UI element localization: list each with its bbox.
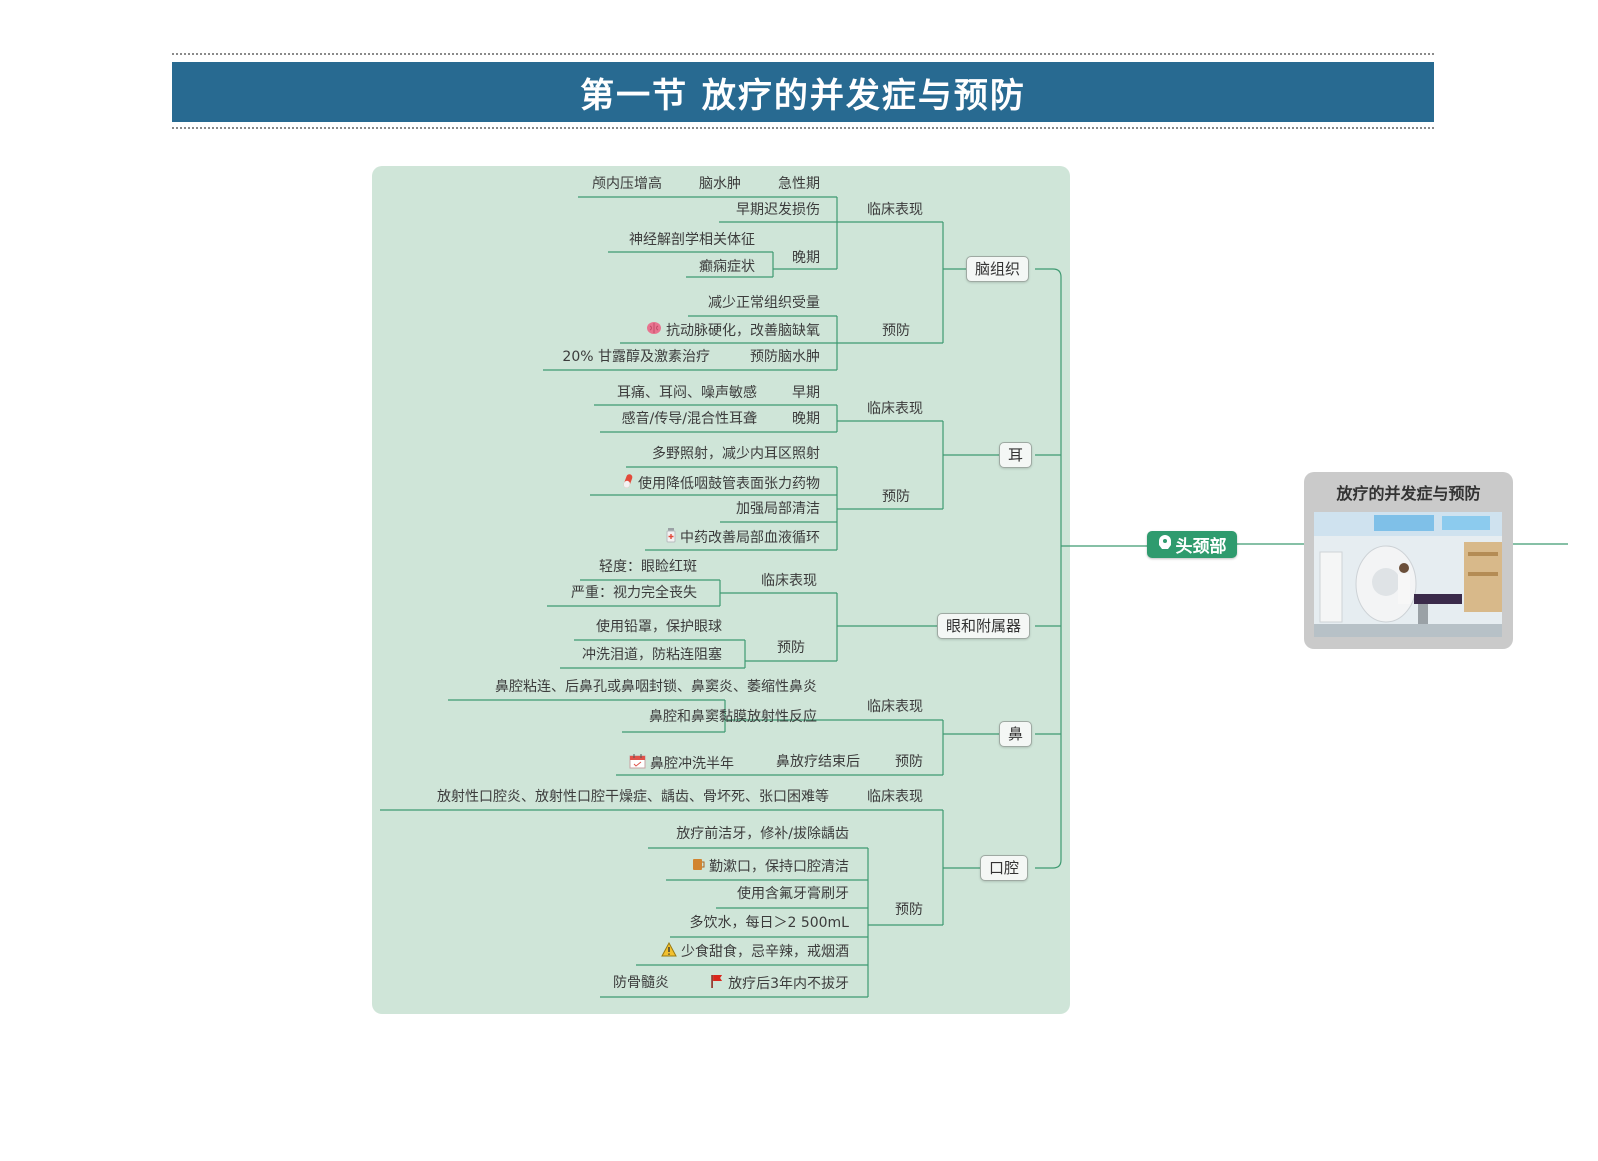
mouth-p6[interactable]: 放疗后3年内不拔牙 — [710, 974, 849, 993]
root-title: 放疗的并发症与预防 — [1336, 484, 1481, 503]
branch-mouth[interactable]: 口腔 — [980, 855, 1029, 881]
ear-late-sym[interactable]: 感音/传导/混合性耳聋 — [621, 411, 757, 427]
brain-epilepsy[interactable]: 癫痫症状 — [699, 259, 755, 275]
branch-nose[interactable]: 鼻 — [999, 721, 1033, 747]
mouth-p3[interactable]: 使用含氟牙膏刷牙 — [737, 886, 849, 902]
radiotherapy-room-image — [1314, 512, 1502, 637]
brain-reduce-dose[interactable]: 减少正常组织受量 — [708, 295, 820, 311]
ear-early[interactable]: 早期 — [792, 385, 820, 401]
page-title: 第一节 放疗的并发症与预防 — [580, 75, 1026, 116]
branch-mouth-label: 口腔 — [989, 859, 1020, 877]
nose-c1[interactable]: 鼻腔粘连、后鼻孔或鼻咽封锁、鼻窦炎、萎缩性鼻炎 — [495, 679, 817, 695]
brain-clinical[interactable]: 临床表现 — [867, 202, 923, 218]
nose-prevention[interactable]: 预防 — [895, 754, 923, 770]
brain-prevent-edema[interactable]: 预防脑水肿 — [750, 349, 820, 365]
radiotherapy-room-photo — [1314, 512, 1502, 637]
brain-icon — [646, 321, 662, 340]
mouth-p5[interactable]: 少食甜食，忌辛辣，戒烟酒 — [661, 941, 849, 962]
branch-ear-label: 耳 — [1008, 446, 1024, 464]
brain-neuro[interactable]: 神经解剖学相关体征 — [629, 232, 755, 248]
brain-acute[interactable]: 急性期 — [778, 176, 820, 192]
brain-prevention[interactable]: 预防 — [882, 323, 910, 339]
ear-p4-text: 中药改善局部血液循环 — [680, 529, 820, 546]
mouth-prevention[interactable]: 预防 — [895, 902, 923, 918]
flag-icon — [710, 974, 724, 993]
branch-brain[interactable]: 脑组织 — [966, 256, 1030, 282]
brain-edema[interactable]: 脑水肿 — [699, 176, 741, 192]
brain-early-delayed[interactable]: 早期迟发损伤 — [736, 202, 820, 218]
medicine-bottle-icon — [666, 527, 676, 548]
cup-icon — [691, 857, 705, 876]
eye-p2[interactable]: 冲洗泪道，防粘连阻塞 — [582, 647, 722, 663]
calendar-icon — [629, 753, 646, 774]
mouth-p4[interactable]: 多饮水，每日＞2 500mL — [689, 915, 849, 931]
mouth-osteo[interactable]: 防骨髓炎 — [613, 975, 669, 991]
nose-wash-text: 鼻腔冲洗半年 — [650, 755, 734, 772]
top-dotted-rule — [172, 53, 1434, 55]
ear-p4[interactable]: 中药改善局部血液循环 — [666, 527, 820, 548]
brain-late[interactable]: 晚期 — [792, 250, 820, 266]
pill-icon — [622, 473, 634, 494]
branch-eye-label: 眼和附属器 — [946, 617, 1022, 635]
nose-after[interactable]: 鼻放疗结束后 — [776, 754, 860, 770]
ear-p2-text: 使用降低咽鼓管表面张力药物 — [638, 475, 820, 492]
branch-ear[interactable]: 耳 — [999, 442, 1033, 468]
eye-prevention[interactable]: 预防 — [777, 640, 805, 656]
head-icon — [1158, 534, 1172, 555]
mouth-clinical[interactable]: 临床表现 — [867, 789, 923, 805]
hub-node-head-neck[interactable]: 头颈部 — [1147, 531, 1237, 558]
mouth-p6-text: 放疗后3年内不拔牙 — [728, 975, 849, 992]
ear-clinical[interactable]: 临床表现 — [867, 401, 923, 417]
branch-nose-label: 鼻 — [1008, 725, 1024, 743]
ear-p2[interactable]: 使用降低咽鼓管表面张力药物 — [622, 473, 820, 494]
eye-severe[interactable]: 严重：视力完全丧失 — [571, 585, 697, 601]
ear-early-sym[interactable]: 耳痛、耳闷、噪声敏感 — [617, 385, 757, 401]
mouth-p2-text: 勤漱口，保持口腔清洁 — [709, 858, 849, 875]
bottom-dotted-rule — [172, 127, 1434, 129]
branch-brain-label: 脑组织 — [975, 260, 1021, 278]
brain-anti-atherosclerosis[interactable]: 抗动脉硬化，改善脑缺氧 — [646, 321, 820, 340]
title-banner: 第一节 放疗的并发症与预防 — [172, 62, 1434, 122]
ear-prevention[interactable]: 预防 — [882, 489, 910, 505]
brain-icp[interactable]: 颅内压增高 — [592, 176, 662, 192]
mouth-p2[interactable]: 勤漱口，保持口腔清洁 — [691, 857, 849, 876]
ear-p1[interactable]: 多野照射，减少内耳区照射 — [652, 446, 820, 462]
warning-icon — [661, 941, 677, 962]
brain-anti-atherosclerosis-text: 抗动脉硬化，改善脑缺氧 — [666, 322, 820, 339]
brain-mannitol[interactable]: 20% 甘露醇及激素治疗 — [562, 349, 710, 365]
nose-c2[interactable]: 鼻腔和鼻窦黏膜放射性反应 — [649, 709, 817, 725]
mouth-p1[interactable]: 放疗前洁牙，修补/拔除龋齿 — [676, 826, 849, 842]
ear-p3[interactable]: 加强局部清洁 — [736, 501, 820, 517]
eye-p1[interactable]: 使用铅罩，保护眼球 — [596, 619, 722, 635]
hub-label: 头颈部 — [1175, 537, 1227, 557]
mouth-p5-text: 少食甜食，忌辛辣，戒烟酒 — [681, 944, 849, 960]
branch-eye[interactable]: 眼和附属器 — [937, 613, 1031, 639]
ear-late[interactable]: 晚期 — [792, 411, 820, 427]
nose-wash[interactable]: 鼻腔冲洗半年 — [629, 753, 734, 774]
root-node[interactable]: 放疗的并发症与预防 — [1304, 472, 1513, 649]
mouth-c1[interactable]: 放射性口腔炎、放射性口腔干燥症、龋齿、骨坏死、张口困难等 — [437, 789, 829, 805]
eye-mild[interactable]: 轻度：眼睑红斑 — [599, 559, 697, 575]
nose-clinical[interactable]: 临床表现 — [867, 699, 923, 715]
mindmap-panel — [372, 166, 1070, 1014]
eye-clinical[interactable]: 临床表现 — [761, 573, 817, 589]
